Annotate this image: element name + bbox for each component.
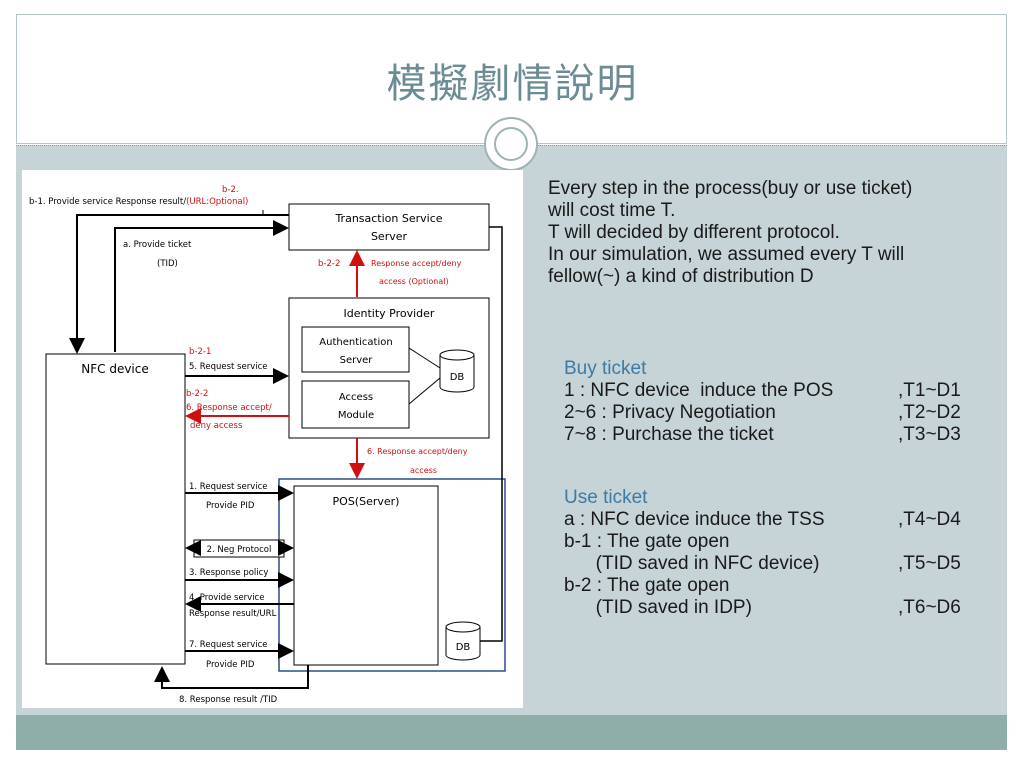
- use-ticket-section: Use ticket a : NFC device induce the TSS…: [548, 487, 988, 619]
- use-row: a : NFC device induce the TSS ,T4~D4: [548, 509, 988, 531]
- auth-server-box: [301, 326, 410, 373]
- buy-ticket-section: Buy ticket 1 : NFC device induce the POS…: [548, 358, 988, 446]
- pos-db-label: DB: [456, 642, 471, 653]
- nfc-label: NFC device: [81, 362, 149, 376]
- use-row-value: [898, 531, 988, 553]
- buy-row: 2~6 : Privacy Negotiation ,T2~D2: [548, 402, 988, 424]
- use-row: b-2 : The gate open: [548, 575, 988, 597]
- use-row: (TID saved in NFC device) ,T5~D5: [548, 553, 988, 575]
- use-ticket-heading: Use ticket: [564, 487, 648, 508]
- resp6-left-label-2: deny access: [190, 421, 243, 431]
- buy-ticket-heading: Buy ticket: [564, 358, 647, 379]
- slide-title: 模擬劇情說明: [386, 61, 639, 107]
- use-row-value: [898, 575, 988, 597]
- use-row-label: (TID saved in IDP): [564, 597, 752, 618]
- use-row-label: b-1 : The gate open: [564, 531, 730, 552]
- tss-label-2: Server: [371, 230, 408, 243]
- auth-label-1: Authentication: [319, 337, 392, 348]
- req1-label-2: Provide PID: [206, 501, 255, 511]
- protocol-diagram-svg: Transaction Service Server Identity Prov…: [29, 185, 506, 705]
- resp6-right-label-2: access: [410, 466, 437, 475]
- resp6-left-label-1: 6. Response accept/: [186, 403, 272, 413]
- tss-box: [288, 203, 490, 251]
- intro-line-4: In our simulation, we assumed every T wi…: [548, 244, 905, 265]
- use-row-label: a : NFC device induce the TSS: [564, 509, 825, 530]
- buy-row-value: ,T3~D3: [898, 424, 961, 445]
- buy-row-label: 7~8 : Purchase the ticket: [564, 424, 774, 445]
- b2-label: b-2.: [222, 185, 239, 195]
- access-label-2: Module: [338, 410, 374, 421]
- b1-label: b-1. Provide service Response result/(UR…: [29, 197, 248, 207]
- protocol-diagram: Transaction Service Server Identity Prov…: [22, 170, 523, 708]
- intro-text: Every step in the process(buy or use tic…: [531, 178, 991, 288]
- access-label-1: Access: [339, 392, 373, 403]
- req1-label-1: 1. Request service: [189, 482, 268, 492]
- req5-label: 5. Request service: [189, 362, 268, 372]
- use-row-label: (TID saved in NFC device): [564, 553, 820, 574]
- intro-line-5: fellow(~) a kind of distribution D: [548, 266, 814, 287]
- pos-label: POS(Server): [333, 495, 400, 508]
- b21-label: b-2-1: [189, 347, 211, 357]
- b22-left-label: b-2-2: [186, 389, 208, 399]
- buy-row-label: 1 : NFC device induce the POS: [564, 380, 834, 401]
- a-label-2: (TID): [157, 259, 178, 269]
- b22-top-label: b-2-2: [318, 259, 340, 269]
- prov4-label-1: 4. Provide service: [189, 593, 264, 603]
- buy-row-value: ,T1~D1: [898, 380, 961, 401]
- resp8-label: 8. Response result /TID: [179, 695, 278, 705]
- buy-row-value: ,T2~D2: [898, 402, 961, 423]
- pos-db-icon: DB: [445, 621, 481, 661]
- footer-bar: [16, 715, 1007, 750]
- use-row: b-1 : The gate open: [548, 531, 988, 553]
- req7-label-1: 7. Request service: [189, 640, 268, 650]
- idp-label: Identity Provider: [344, 307, 435, 320]
- use-row-value: ,T5~D5: [898, 553, 961, 574]
- buy-row: 1 : NFC device induce the POS ,T1~D1: [548, 380, 988, 402]
- auth-label-2: Server: [340, 355, 374, 366]
- access-module-box: [301, 380, 410, 429]
- use-row-label: b-2 : The gate open: [564, 575, 730, 596]
- use-row: (TID saved in IDP) ,T6~D6: [548, 597, 988, 619]
- resp-policy-label: 3. Response policy: [189, 568, 268, 578]
- resp-top-label-2: access (Optional): [379, 277, 449, 286]
- idp-db-label: DB: [450, 372, 465, 383]
- intro-line-3: T will decided by different protocol.: [548, 222, 840, 243]
- idp-db-icon: DB: [439, 349, 475, 393]
- resp-top-label-1: Response accept/deny: [371, 259, 462, 268]
- a-label-1: a. Provide ticket: [123, 240, 192, 250]
- neg-label: 2. Neg Protocol: [207, 545, 272, 555]
- resp6-right-label-1: 6. Response accept/deny: [367, 447, 468, 456]
- pos-server-box: [293, 485, 439, 666]
- intro-line-2: will cost time T.: [548, 200, 676, 221]
- divider-circle-ornament: [484, 117, 538, 171]
- intro-line-1: Every step in the process(buy or use tic…: [548, 178, 913, 199]
- buy-row: 7~8 : Purchase the ticket ,T3~D3: [548, 424, 988, 446]
- use-row-value: ,T4~D4: [898, 509, 961, 530]
- use-row-value: ,T6~D6: [898, 597, 961, 618]
- req7-label-2: Provide PID: [206, 660, 255, 670]
- prov4-label-2: Response result/URL: [189, 609, 277, 619]
- tss-label-1: Transaction Service: [334, 212, 442, 225]
- nfc-device-box: [45, 353, 186, 665]
- buy-row-label: 2~6 : Privacy Negotiation: [564, 402, 776, 423]
